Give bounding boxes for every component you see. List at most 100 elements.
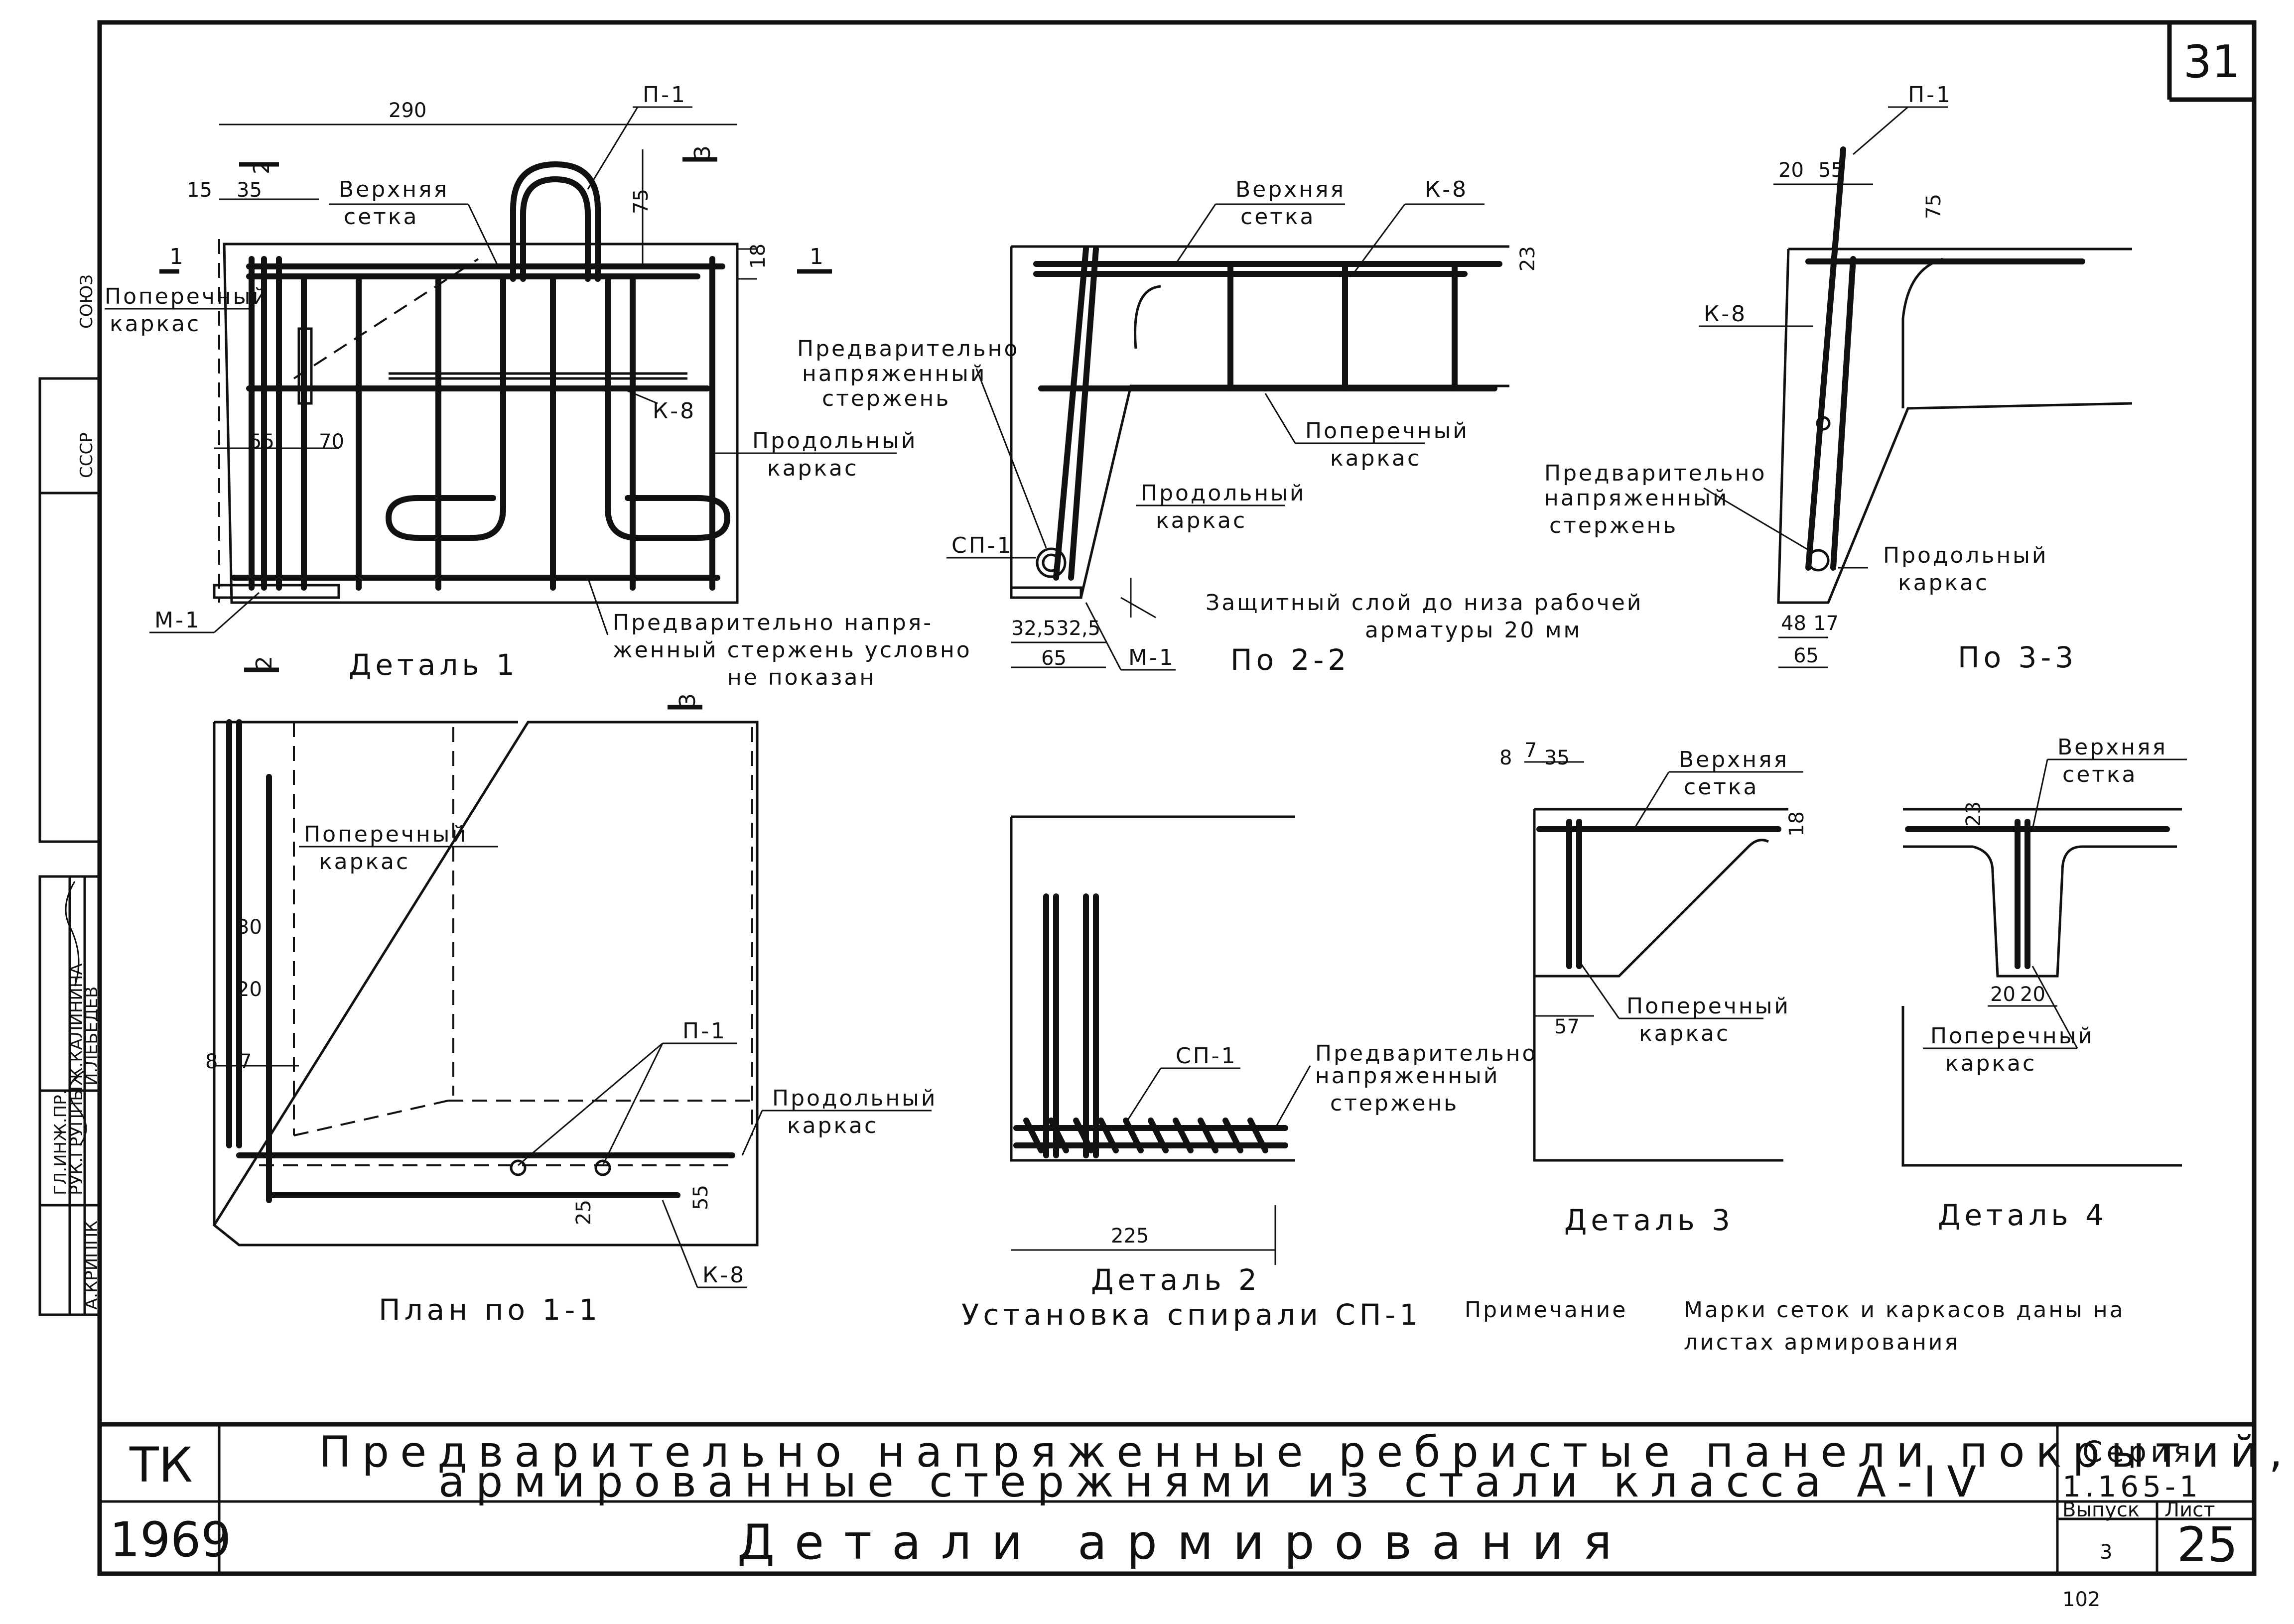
sheet-number: 31: [2183, 36, 2241, 88]
title-block: [100, 1422, 2254, 1574]
series-value: 1.165-1: [2062, 1470, 2202, 1503]
detail-1-dim-18: 18: [747, 244, 770, 269]
section-2-2-top-mesh-2: сетка: [1240, 204, 1315, 230]
plan-1-1-dim-20: 20: [237, 978, 262, 1001]
section-3-3-long-1: Продольный: [1883, 543, 2048, 568]
section-2-2-dim-65: 65: [1041, 647, 1067, 670]
title-org: ТК: [129, 1437, 193, 1493]
detail-3-caption: Деталь 3: [1564, 1203, 1734, 1237]
detail-4-cross-1: Поперечный: [1930, 1023, 2094, 1049]
title-line-2: армированные стержнями из стали класса А…: [438, 1457, 1987, 1507]
plan-1-1-k8: К-8: [702, 1262, 746, 1288]
detail-1-note-3: не показан: [727, 665, 876, 690]
section-3-3-caption: По 3-3: [1958, 640, 2077, 674]
note-text-1: Марки сеток и каркасов даны на: [1684, 1297, 2125, 1323]
detail-3-top-mesh-1: Верхняя: [1679, 747, 1789, 772]
detail-4-drawing: [1901, 808, 2182, 1167]
detail-1-drawing: [213, 124, 757, 604]
detail-1-label-long-1: Продольный: [752, 428, 917, 454]
plan-1-1-long-2: каркас: [787, 1113, 878, 1138]
signature-mark: [65, 881, 87, 1146]
sheet-label: Лист: [2164, 1499, 2215, 1521]
note-text-2: листах армирования: [1684, 1330, 1960, 1355]
section-3-3-dim-20: 20: [1778, 159, 1804, 182]
plan-1-1-p1: П-1: [682, 1018, 727, 1044]
detail-4-dim-23: 23: [1962, 801, 1985, 827]
detail-1-dim-290: 290: [389, 99, 426, 122]
detail-4-caption: Деталь 4: [1938, 1198, 2108, 1232]
section-2-2-cross-2: каркас: [1330, 446, 1421, 471]
stamp-org: СОЮЗ: [77, 274, 97, 329]
detail-1-note-1: Предварительно напря-: [613, 610, 933, 635]
section-2-2-cover-1: Защитный слой до низа рабочей: [1206, 590, 1643, 616]
side-stamp: СССР СОЮЗ ГЛ.ИНЖ.ПР. РУК.ГРУППЫ А.КРИППК…: [38, 274, 102, 1316]
title-subtitle: Детали армирования: [737, 1514, 1632, 1570]
detail-1-label-cross-2: каркас: [110, 311, 201, 337]
stamp-country: СССР: [77, 432, 97, 478]
plan-1-1-dim-55: 55: [689, 1185, 712, 1210]
detail-3-dim-18: 18: [1785, 811, 1808, 837]
detail-3-cross-2: каркас: [1639, 1021, 1730, 1046]
section-marks: [159, 157, 832, 710]
detail-1-note-2: женный стержень условно: [613, 637, 972, 663]
detail-4-top-mesh-2: сетка: [2062, 762, 2137, 787]
plan-1-1-drawing: [212, 719, 759, 1247]
detail-1-label-k8: К-8: [653, 398, 696, 424]
section-3-3-dim-55: 55: [1818, 159, 1844, 182]
section-mark-2-bottom: 2: [252, 654, 277, 670]
plan-1-1-long-1: Продольный: [772, 1086, 937, 1111]
plan-1-1-dim-30: 30: [237, 916, 262, 939]
section-mark-2-top: 2: [249, 158, 274, 174]
detail-4-dim-20a: 20: [1990, 983, 2016, 1006]
section-3-3-dim-65: 65: [1793, 644, 1819, 667]
section-3-3-drawing: [1773, 146, 2133, 668]
stamp-role1: ГЛ.ИНЖ.ПР.: [51, 1090, 71, 1195]
section-2-2-sp1: СП-1: [951, 533, 1013, 558]
detail-3-dim-57: 57: [1554, 1015, 1580, 1038]
stamp-name2: Ж.КАЛИНИНА: [67, 963, 87, 1086]
section-mark-3-top: 3: [690, 143, 715, 159]
detail-1-label-top-mesh-2: сетка: [344, 204, 418, 230]
detail-1-dim-55: 55: [249, 430, 274, 453]
section-2-2-long-2: каркас: [1156, 508, 1247, 533]
stamp-role2: РУК.ГРУППЫ: [67, 1086, 87, 1195]
detail-2-sp1: СП-1: [1176, 1043, 1237, 1069]
section-2-2-dim-325a: 32,5: [1011, 617, 1056, 640]
detail-2-prestress-1: Предварительно: [1315, 1041, 1537, 1066]
detail-3-drawing: [1524, 761, 1788, 1162]
section-3-3-dim-75: 75: [1922, 194, 1945, 219]
plan-1-1-dim-8: 8: [205, 1050, 218, 1073]
detail-3-top-mesh-2: сетка: [1684, 774, 1758, 800]
series-label: Серия: [2082, 1435, 2195, 1469]
plan-1-1-dim-7: 7: [239, 1050, 252, 1073]
section-2-2-top-mesh-1: Верхняя: [1235, 177, 1346, 202]
section-3-3-k8: К-8: [1704, 301, 1747, 327]
note-label: Примечание: [1465, 1297, 1627, 1323]
issue-label: Выпуск: [2062, 1499, 2140, 1521]
detail-1-caption: Деталь 1: [349, 648, 519, 682]
title-line-1: Предварительно напряженные ребристые пан…: [319, 1427, 2294, 1477]
section-2-2-long-1: Продольный: [1141, 481, 1306, 506]
section-mark-1-right: 1: [810, 244, 825, 269]
section-2-2-drawing: [1010, 245, 1509, 668]
detail-4-dim-20b: 20: [2020, 983, 2045, 1006]
detail-2-drawing: [1010, 815, 1295, 1265]
section-3-3-dim-48: 48: [1781, 612, 1806, 635]
detail-4-cross-2: каркас: [1945, 1051, 2036, 1076]
detail-2-prestress-2: напряженный: [1315, 1063, 1499, 1089]
section-2-2-cover-2: арматуры 20 мм: [1365, 618, 1582, 643]
section-3-3-p1: П-1: [1908, 82, 1952, 108]
stamp-name3: И.ЛЕБЕДЕВ: [82, 987, 102, 1086]
detail-2-prestress-3: стержень: [1330, 1091, 1459, 1116]
detail-1-dim-75: 75: [630, 189, 653, 214]
sheet-value: 25: [2177, 1517, 2238, 1573]
section-2-2-prestress-3: стержень: [822, 386, 950, 411]
section-2-2-cross-1: Поперечный: [1305, 418, 1469, 444]
section-2-2-k8: К-8: [1425, 177, 1468, 202]
detail-1-label-m1: М-1: [154, 608, 201, 633]
detail-1-dim-15: 15: [187, 179, 212, 202]
detail-2-dim-225: 225: [1111, 1225, 1149, 1248]
section-2-2-prestress-2: напряженный: [802, 361, 986, 386]
detail-2-caption-2: Установка спирали СП-1: [961, 1298, 1422, 1332]
